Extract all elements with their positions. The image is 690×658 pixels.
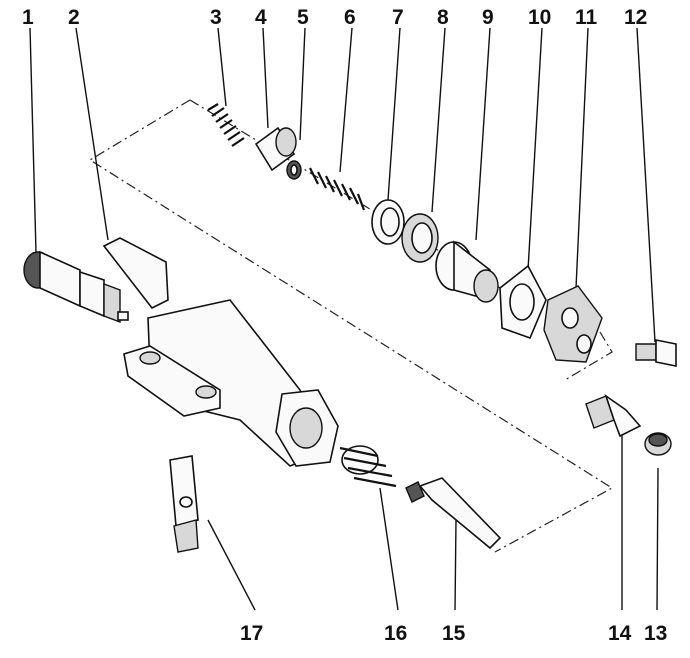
part-12-bolt <box>635 339 677 367</box>
leader-lines <box>29 27 659 611</box>
part-8-seal <box>401 213 439 263</box>
part-11-flange <box>543 285 603 363</box>
part-14-bleed-valve <box>585 393 642 438</box>
callout-1: 1 <box>22 6 34 29</box>
callout-11: 11 <box>575 6 598 29</box>
callout-7: 7 <box>392 6 404 29</box>
callout-3: 3 <box>210 6 222 29</box>
callout-14: 14 <box>608 622 632 645</box>
part-2-cylinder-body <box>102 237 339 467</box>
part-13-cap <box>644 432 672 456</box>
callout-9: 9 <box>482 6 494 29</box>
part-1-switch <box>23 250 129 324</box>
part-6-spring <box>309 167 366 211</box>
part-16-spring <box>339 445 397 488</box>
callout-2: 2 <box>68 6 80 29</box>
part-9-piston <box>435 240 499 303</box>
part-10-gasket <box>499 264 547 340</box>
part-7-washer <box>371 199 405 245</box>
callout-5: 5 <box>297 6 309 29</box>
part-17-pin <box>169 455 199 553</box>
callout-15: 15 <box>442 622 466 645</box>
callout-13: 13 <box>644 622 667 645</box>
part-4-bushing <box>254 126 297 172</box>
callout-6: 6 <box>344 6 356 29</box>
callout-16: 16 <box>384 622 407 645</box>
callout-4: 4 <box>255 6 267 29</box>
callout-17: 17 <box>240 622 263 645</box>
callout-labels: 1 2 3 4 5 6 7 8 9 10 11 12 13 14 15 16 1… <box>22 6 667 645</box>
callout-12: 12 <box>624 6 647 29</box>
callout-8: 8 <box>437 6 449 29</box>
callout-10: 10 <box>528 6 551 29</box>
part-15-pushrod <box>405 477 502 550</box>
part-5-ring <box>286 160 302 180</box>
part-3-spring <box>207 103 245 147</box>
